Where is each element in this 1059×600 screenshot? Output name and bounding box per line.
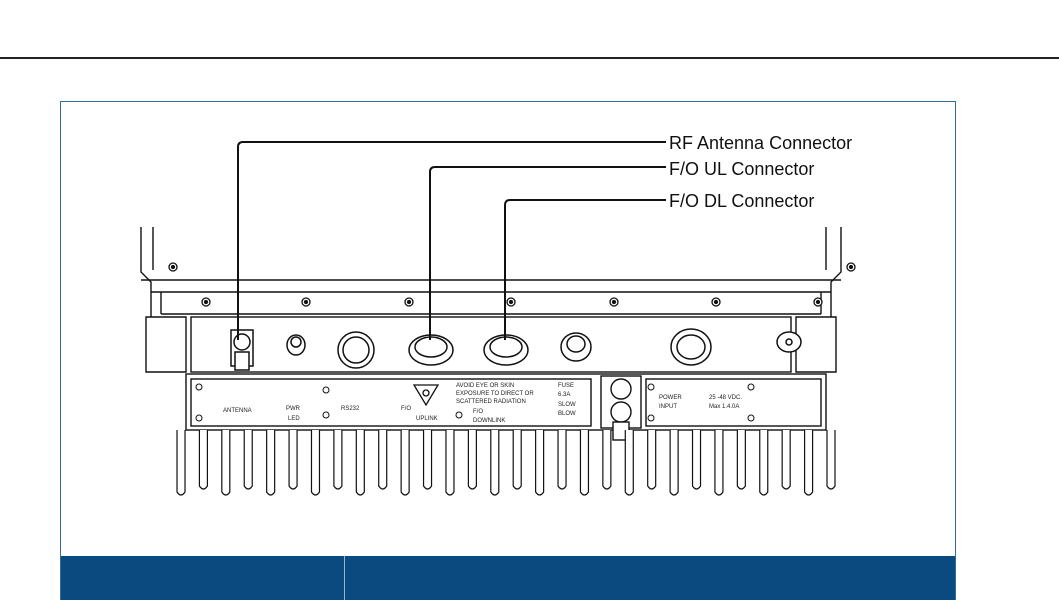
power-connector-icon [671,329,711,365]
connector-diagram: ANTENNA PWR LED RS232 F/O UPLINK AVOID E… [61,102,955,557]
heatsink-fin [468,430,476,489]
callout-lines [238,142,666,340]
heatsink-fins [177,430,835,495]
heatsink-fin [648,430,656,489]
heatsink-fin [424,430,432,489]
heatsink-fin [491,430,499,495]
label-fo-a: F/O [401,406,411,412]
heatsink-fin [715,430,723,495]
label-uplink: UPLINK [416,416,438,422]
spare-connector-icon [561,333,591,361]
heatsink-fin [827,430,835,489]
heatsink-fin [693,430,701,489]
heatsink-fin [356,430,364,495]
heatsink-fin [244,430,252,489]
heatsink-fin [782,430,790,489]
heatsink-fin [177,430,185,495]
connector-row [231,329,801,370]
heatsink-fin [580,430,588,495]
label-warn1: AVOID EYE OR SKIN [456,383,514,389]
heatsink-fin [760,430,768,495]
label-downlink: DOWNLINK [473,418,505,424]
rs232-connector-icon [338,332,374,368]
heatsink-fin [311,430,319,495]
callout-fo-ul: F/O UL Connector [669,159,814,179]
caption-cell-right [345,556,955,600]
label-pwr: PWR [286,406,301,412]
label-fo-b: F/O [473,409,483,415]
heatsink-fin [334,430,342,489]
heatsink-fin [513,430,521,489]
label-max: Max 1.4.0A [709,404,739,410]
heatsink-fin [558,430,566,489]
figure-frame: ANTENNA PWR LED RS232 F/O UPLINK AVOID E… [60,101,956,600]
heatsink-fin [401,430,409,495]
laser-warning-icon [414,385,438,405]
panel-text-group: ANTENNA PWR LED RS232 F/O UPLINK AVOID E… [223,383,742,424]
heatsink-fin [446,430,454,495]
heatsink-fin [267,430,275,495]
label-fuse-amp: 6.3A [558,392,570,398]
header-rule [0,57,1059,59]
heatsink-fin [670,430,678,495]
leader-rf-antenna [238,142,666,340]
caption-bar [61,556,955,600]
label-warn3: SCATTERED RADIATION [456,399,526,405]
rf-antenna-connector-icon [231,330,253,370]
callout-fo-dl: F/O DL Connector [669,191,814,211]
heatsink-fin [222,430,230,495]
label-led: LED [288,416,300,422]
label-rs232: RS232 [341,406,360,412]
heatsink-fin [805,430,813,495]
label-power: POWER [659,395,682,401]
heatsink-fin [625,430,633,495]
label-slow2: BLOW [558,411,576,417]
callout-rf-antenna: RF Antenna Connector [669,133,852,153]
leader-fo-dl [505,200,666,340]
heatsink-fin [536,430,544,495]
caption-cell-left [61,556,345,600]
label-vdc: 25 -48 VDC. [709,395,742,401]
label-fuse: FUSE [558,383,574,389]
heatsink-fin [289,430,297,489]
pwr-led-icon [287,335,305,355]
label-warn2: EXPOSURE TO DIRECT OR [456,391,534,397]
screw-row [169,263,855,306]
vent-plug-icon [777,332,801,352]
label-antenna: ANTENNA [223,408,252,414]
heatsink-fin [603,430,611,489]
heatsink-fin [737,430,745,489]
heatsink-fin [379,430,387,489]
label-input: INPUT [659,404,677,410]
label-slow1: SLOW [558,402,576,408]
heatsink-fin [199,430,207,489]
